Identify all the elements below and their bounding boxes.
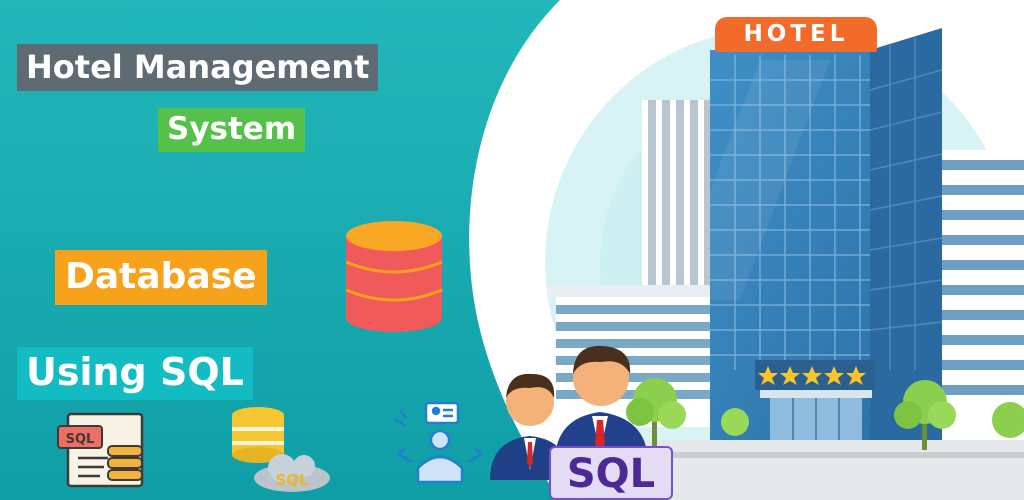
hotel-sign: HOTEL xyxy=(715,17,877,52)
tree-icon xyxy=(626,378,686,450)
sql-document-icon: SQL xyxy=(57,412,144,488)
star-icon xyxy=(780,366,800,385)
left-tower xyxy=(642,100,712,290)
sql-cloud-badge: SQL xyxy=(275,471,309,489)
sql-cloud-database-icon: SQL xyxy=(232,407,330,492)
using-sql-label: Using SQL xyxy=(17,347,253,400)
hotel-building-icon xyxy=(710,28,943,450)
database-cylinder-icon xyxy=(345,221,443,332)
tree-icon xyxy=(894,380,956,450)
database-label: Database xyxy=(55,250,267,305)
title-line-2: System xyxy=(158,108,306,152)
star-icon xyxy=(824,366,844,385)
tree-icon xyxy=(992,402,1024,438)
sql-badge: SQL xyxy=(549,446,673,500)
sql-doc-badge: SQL xyxy=(66,432,95,447)
title-line-1: Hotel Management xyxy=(17,44,379,91)
right-building xyxy=(942,150,1024,440)
star-icon xyxy=(846,366,866,385)
star-icon xyxy=(802,366,822,385)
tree-icon xyxy=(721,408,749,436)
hotel-stars xyxy=(758,366,866,385)
star-icon xyxy=(758,366,778,385)
user-profile-icon xyxy=(394,401,485,484)
